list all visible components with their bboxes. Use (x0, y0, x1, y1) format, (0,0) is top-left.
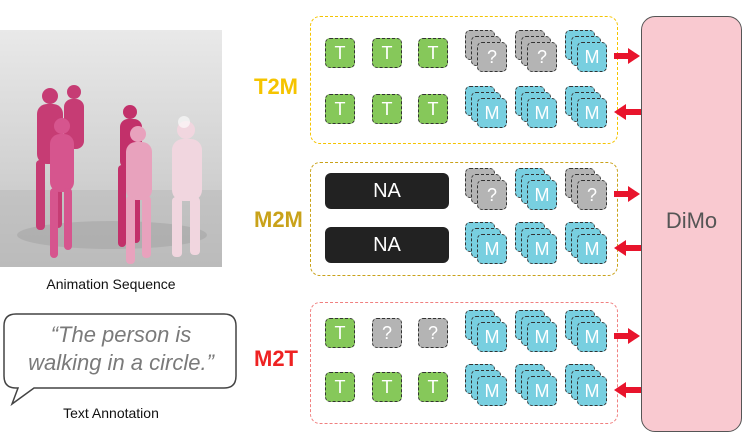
motion-token: M (477, 234, 507, 264)
motion-token: M (577, 234, 607, 264)
text-token: T (325, 94, 355, 124)
text-token: T (418, 372, 448, 402)
no-text-token: NA (325, 227, 449, 263)
motion-token: M (577, 42, 607, 72)
group-label-t2m: T2M (254, 74, 298, 99)
masked-text-token: ? (418, 318, 448, 348)
motion-token: M (527, 376, 557, 406)
arrow-to-dimo (614, 48, 640, 64)
quote-line-1: “The person is (50, 322, 192, 347)
arrow-to-dimo (614, 328, 640, 344)
masked-motion-token: ? (527, 42, 557, 72)
motion-token: M (477, 322, 507, 352)
masked-motion-token: ? (477, 42, 507, 72)
group-box-t2m (310, 16, 618, 144)
text-token: T (372, 94, 402, 124)
masked-motion-token: ? (477, 180, 507, 210)
text-annotation-quote: “The person is walking in a circle.” (10, 321, 232, 377)
arrow-from-dimo (614, 104, 641, 120)
arrow-to-dimo (614, 186, 640, 202)
text-token: T (372, 372, 402, 402)
text-token: T (325, 318, 355, 348)
group-label-m2m: M2M (254, 207, 303, 232)
motion-token: M (577, 322, 607, 352)
dimo-label: DiMo (665, 208, 718, 233)
arrow-from-dimo (614, 382, 641, 398)
text-token: T (372, 38, 402, 68)
text-token: T (325, 372, 355, 402)
text-token: T (325, 38, 355, 68)
motion-token: M (527, 180, 557, 210)
motion-token: M (527, 322, 557, 352)
animation-sequence-image (0, 30, 222, 267)
motion-token: M (477, 376, 507, 406)
motion-token: M (527, 98, 557, 128)
motion-token: M (577, 376, 607, 406)
text-token: T (418, 94, 448, 124)
motion-token: M (477, 98, 507, 128)
dimo-model-box (641, 16, 742, 432)
motion-token: M (527, 234, 557, 264)
masked-text-token: ? (372, 318, 402, 348)
animation-caption: Animation Sequence (46, 276, 176, 292)
group-box-m2m (310, 162, 618, 276)
arrow-layer (614, 48, 641, 398)
speech-bubble (2, 312, 238, 408)
group-box-m2t (310, 302, 618, 424)
masked-motion-token: ? (577, 180, 607, 210)
arrow-from-dimo (614, 240, 641, 256)
quote-line-2: walking in a circle.” (28, 350, 214, 375)
motion-token: M (577, 98, 607, 128)
text-token: T (418, 38, 448, 68)
group-label-m2t: M2T (254, 346, 298, 371)
text-annotation-caption: Text Annotation (63, 405, 159, 421)
no-text-token: NA (325, 173, 449, 209)
